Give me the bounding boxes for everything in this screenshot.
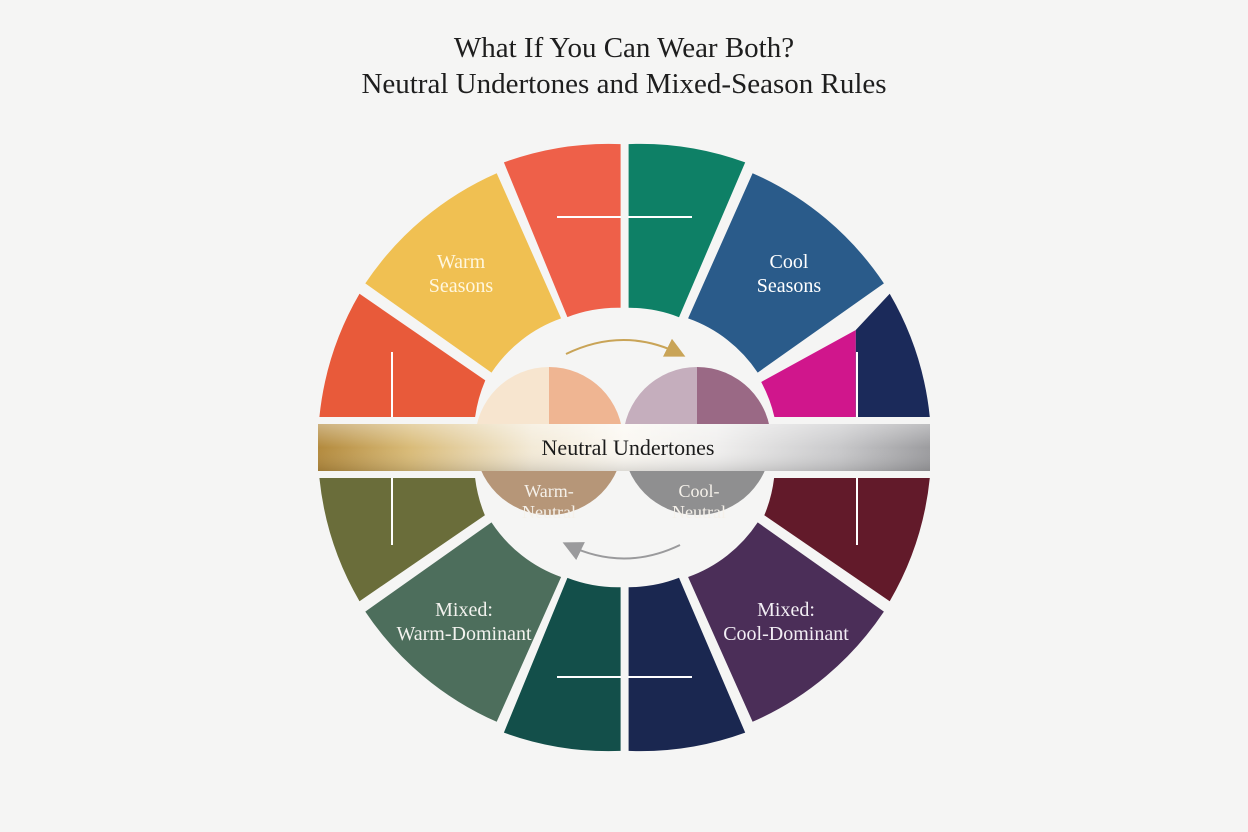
mixed-cool-label-1: Mixed:	[757, 599, 815, 621]
segment-mixed-cool	[688, 522, 884, 722]
cool-neutral-label-1: Cool-	[678, 481, 719, 501]
warm-seasons-label-1: Warm	[437, 251, 486, 273]
title-line-2: Neutral Undertones and Mixed-Season Rule…	[361, 68, 887, 100]
cool-neutral-label-2: Neutral	[672, 502, 726, 522]
segment-warm-seasons	[365, 173, 562, 373]
segment-orange-red	[319, 293, 486, 417]
segment-burgundy	[764, 478, 930, 602]
warm-neutral-label-2: Neutral	[522, 502, 576, 522]
segment-navy-right	[855, 293, 930, 417]
mixed-warm-label-1: Mixed:	[435, 599, 493, 621]
segment-cool-seasons	[688, 173, 884, 373]
neutral-undertones-label: Neutral Undertones	[542, 435, 715, 460]
mixed-cool-label-2: Cool-Dominant	[723, 623, 849, 645]
segment-olive	[319, 478, 485, 602]
segment-teal-green	[628, 143, 746, 318]
warm-seasons-label-2: Seasons	[429, 275, 494, 297]
segment-navy-bottom	[628, 577, 746, 752]
title-line-1: What If You Can Wear Both?	[453, 32, 795, 64]
segment-dark-teal	[503, 577, 621, 752]
mixed-warm-label-2: Warm-Dominant	[396, 623, 531, 645]
diagram-title: What If You Can Wear Both? Neutral Under…	[0, 30, 1248, 102]
warm-neutral-label-1: Warm-	[524, 481, 574, 501]
segment-mixed-warm	[365, 522, 562, 722]
segment-divider-lines	[391, 216, 858, 678]
segment-coral-red	[503, 143, 621, 318]
segment-magenta	[761, 330, 856, 417]
band-shade	[318, 424, 930, 471]
cool-seasons-label-2: Seasons	[757, 275, 822, 297]
warm-to-cool-arrow	[565, 338, 686, 357]
bidirectional-arrow-left-head	[562, 542, 681, 561]
cool-seasons-label-1: Cool	[770, 251, 809, 273]
